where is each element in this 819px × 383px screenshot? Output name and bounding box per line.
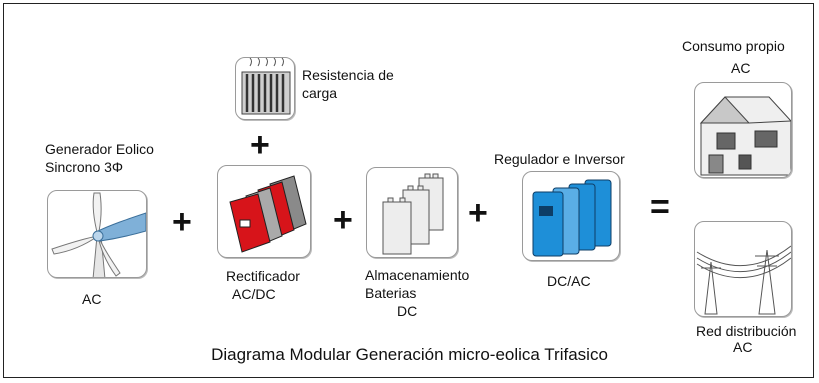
generator-subtitle: Sincrono 3Φ: [45, 159, 124, 175]
resistor-label-line2: carga: [302, 85, 338, 101]
resistor-label-line1: Resistencia de: [302, 67, 394, 83]
diagram-caption: Diagrama Modular Generación micro-eolica…: [211, 345, 608, 364]
rectifier-label-line1: Rectificador: [226, 268, 300, 284]
plus-operator-top: +: [250, 126, 270, 164]
self-consumption-type: AC: [731, 60, 751, 76]
grid-title: Red distribución: [696, 323, 797, 339]
generator-title: Generador Eolico: [45, 141, 154, 157]
inverter-title: Regulador e Inversor: [494, 151, 625, 167]
plus-operator-3: +: [468, 194, 488, 232]
inverter-box: [522, 171, 620, 261]
house-icon: [699, 96, 791, 176]
grid-box: [694, 221, 792, 317]
generator-output: AC: [82, 291, 102, 307]
plus-operator-2: +: [333, 201, 353, 239]
battery-storage-box: [366, 167, 458, 258]
power-line-icon: [696, 245, 791, 315]
plus-operator-1: +: [172, 203, 192, 241]
house-box: [694, 82, 792, 178]
wind-turbine-icon: [51, 192, 146, 277]
grid-type: AC: [733, 339, 753, 355]
storage-label-line1: Almacenamiento: [365, 267, 470, 283]
load-resistor-box: [235, 57, 295, 120]
battery-icon: [382, 173, 444, 255]
self-consumption-title: Consumo propio: [682, 38, 785, 54]
inverter-output: DC/AC: [547, 273, 591, 289]
resistor-icon: [241, 58, 291, 115]
diagram-frame: [3, 3, 814, 378]
inverter-icon: [532, 179, 612, 257]
equals-operator: =: [650, 188, 670, 226]
storage-label-line2: Baterias: [365, 285, 417, 301]
storage-label-line3: DC: [397, 303, 418, 319]
rectifier-label-line2: AC/DC: [232, 286, 276, 302]
rectifier-icon: [229, 175, 307, 253]
rectifier-box: [217, 165, 311, 258]
wind-turbine-box: [47, 190, 147, 278]
